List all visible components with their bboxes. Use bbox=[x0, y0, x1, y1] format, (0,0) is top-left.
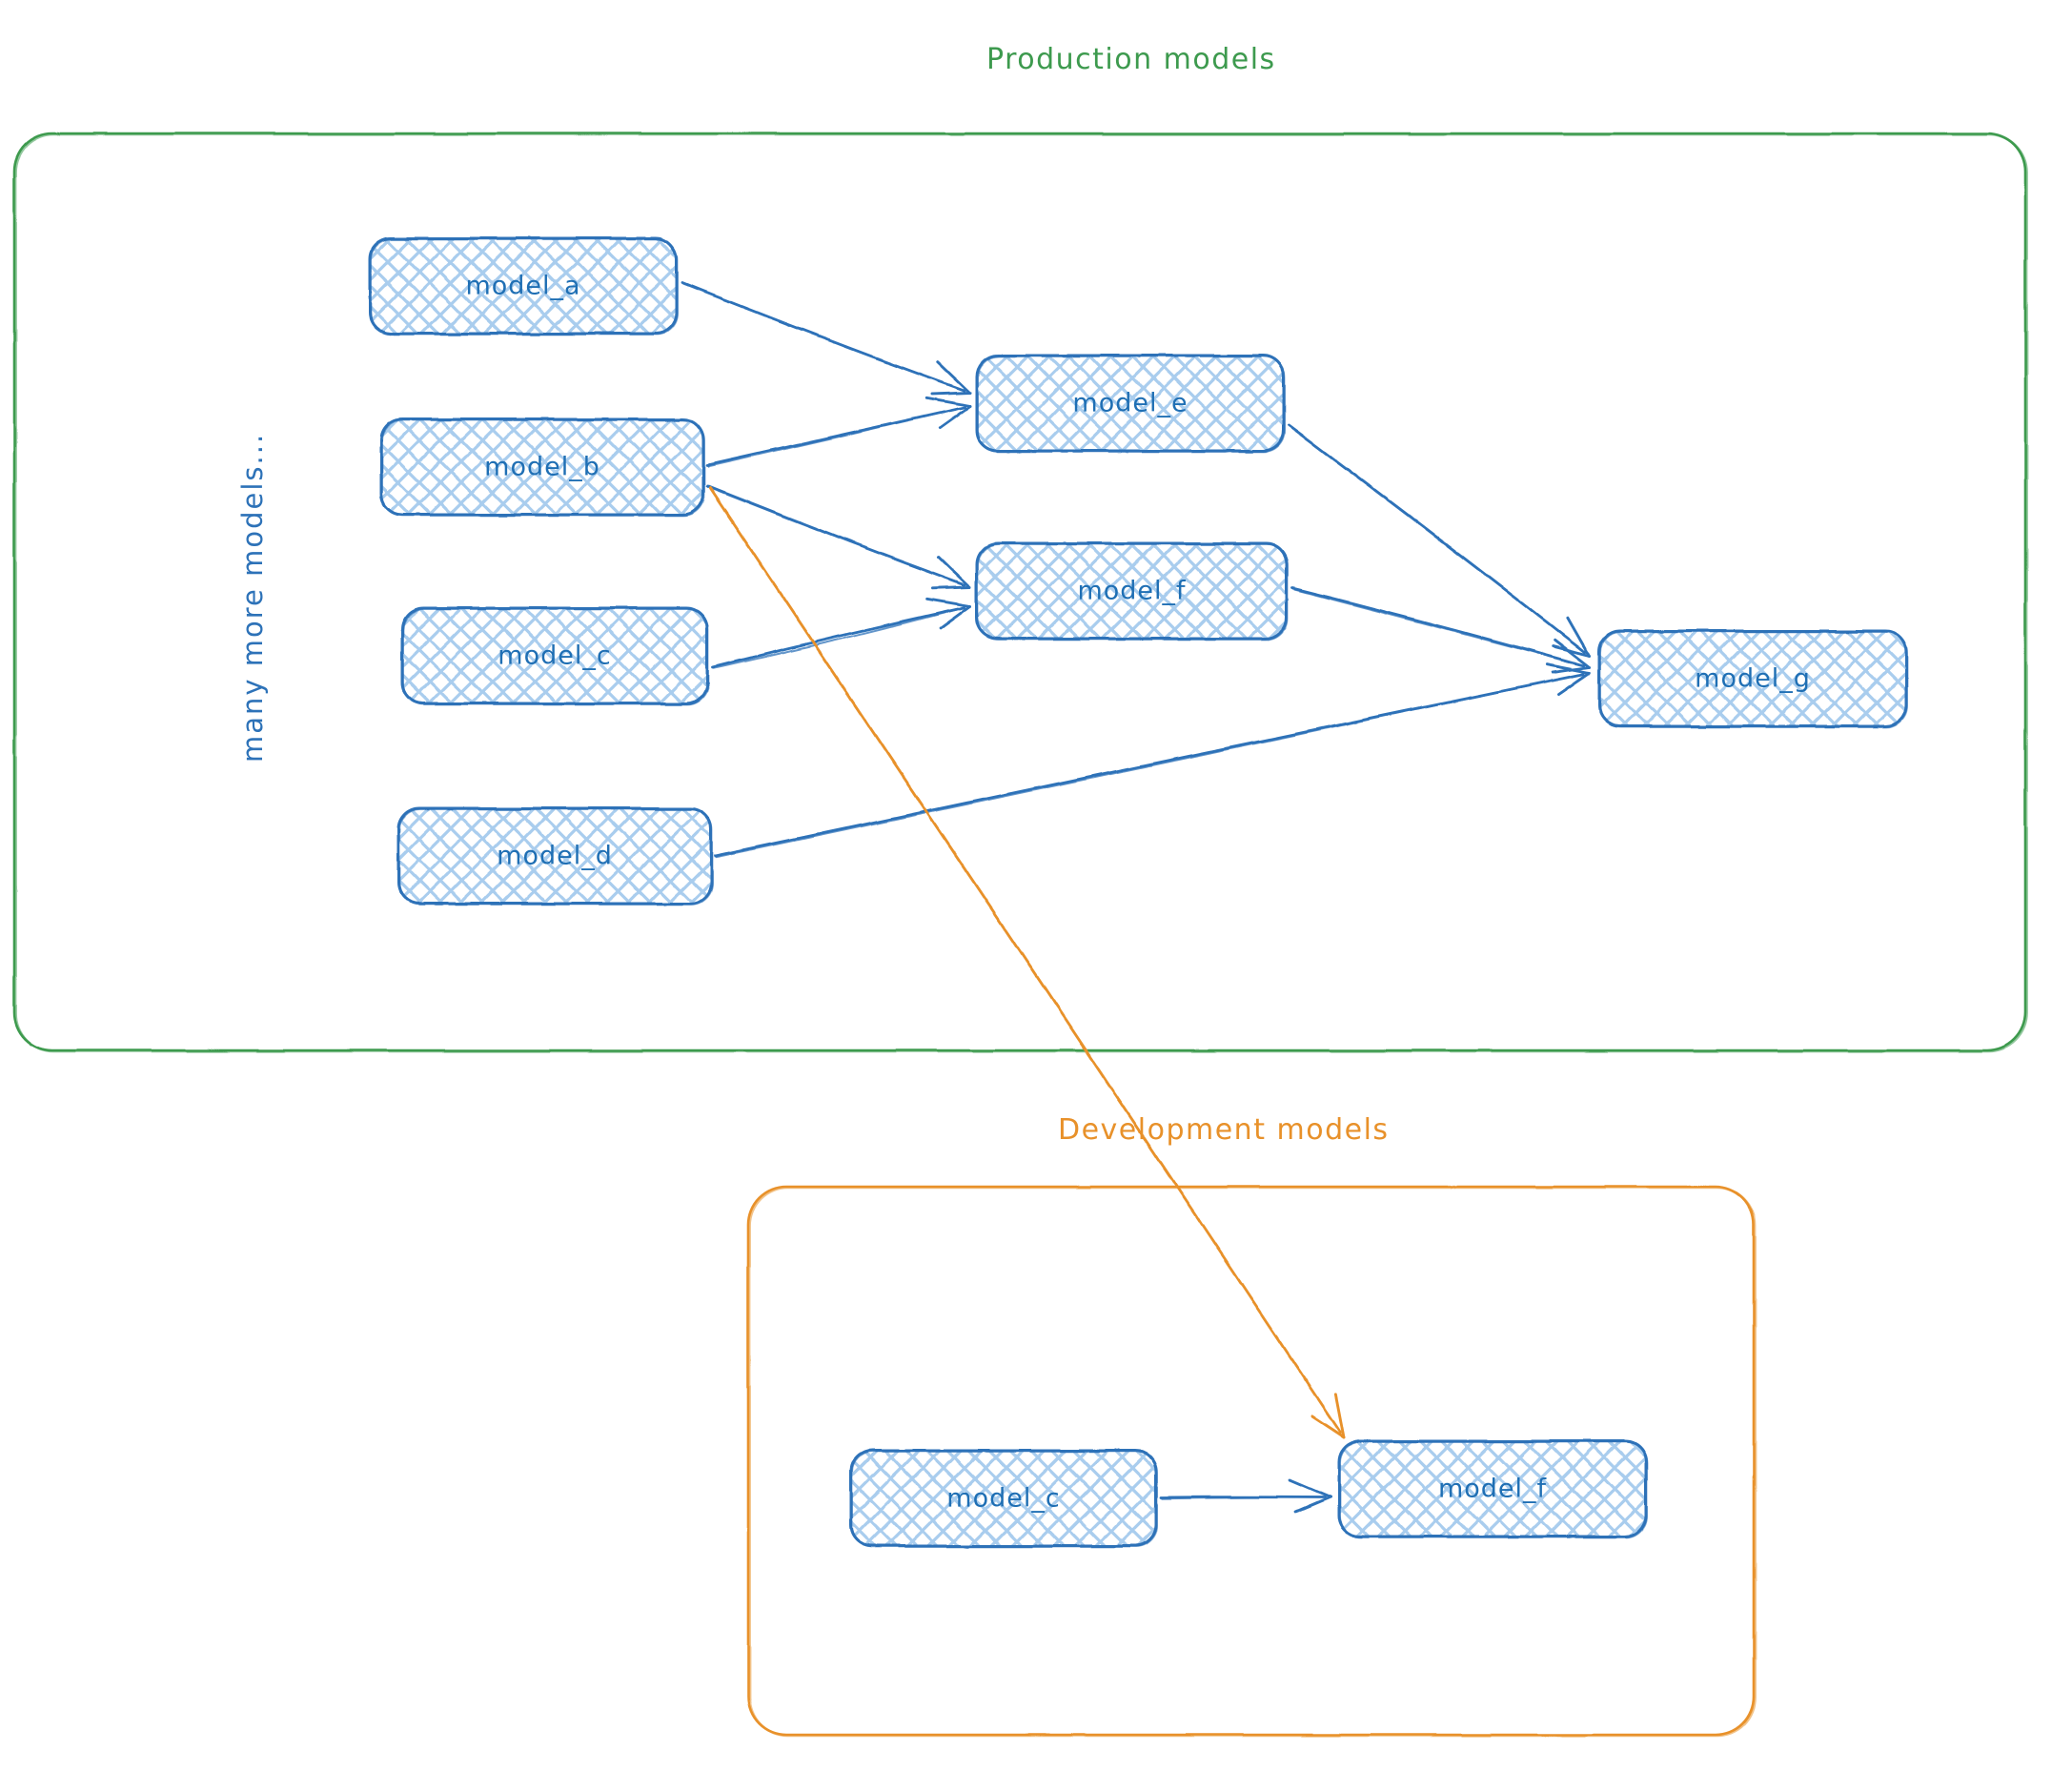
group-title-development: Development models bbox=[1058, 1113, 1390, 1147]
edge-a-e bbox=[682, 283, 970, 394]
edge-f-g bbox=[1292, 588, 1590, 673]
edge-c-f bbox=[713, 599, 970, 668]
edge-devc-devf bbox=[1161, 1480, 1331, 1512]
node-label-prod_a: model_a bbox=[465, 272, 580, 301]
edges bbox=[682, 283, 1590, 1512]
group-title-production: Production models bbox=[986, 43, 1276, 76]
node-label-prod_c: model_c bbox=[498, 641, 611, 671]
node-label-prod_f: model_f bbox=[1077, 577, 1186, 606]
edge-b-f bbox=[707, 486, 970, 588]
node-label-prod_g: model_g bbox=[1695, 664, 1811, 694]
edge-b-e bbox=[707, 398, 970, 466]
node-label-prod_d: model_d bbox=[497, 842, 613, 871]
node-label-dev_c: model_c bbox=[946, 1484, 1060, 1514]
node-label-dev_f: model_f bbox=[1438, 1475, 1547, 1504]
edge-e-g bbox=[1289, 425, 1590, 656]
many-more-models-label: many more models... bbox=[236, 433, 269, 763]
nodes bbox=[370, 238, 1907, 1547]
node-label-prod_b: model_b bbox=[484, 453, 600, 482]
node-label-prod_e: model_e bbox=[1072, 389, 1188, 418]
